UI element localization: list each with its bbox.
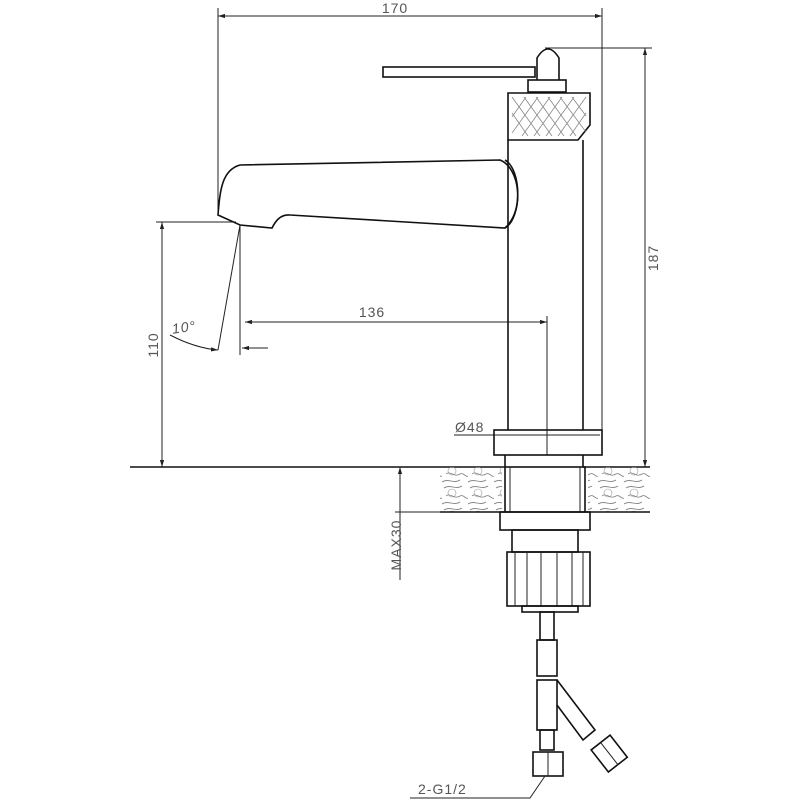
countertop xyxy=(130,466,650,513)
width-label: 170 xyxy=(382,0,408,16)
angle-label: 10° xyxy=(171,318,197,337)
dimension-width: 170 xyxy=(217,0,603,430)
dimension-spout-height: 110 xyxy=(145,221,236,467)
mounting-hardware xyxy=(499,466,591,613)
dimension-base-diameter: Ø48 xyxy=(454,419,600,455)
height-label: 187 xyxy=(645,245,661,271)
spout-reach-label: 136 xyxy=(359,304,385,320)
connection-callout: 2-G1/2 xyxy=(410,775,546,799)
dimension-spout-reach: 136 xyxy=(245,304,548,455)
dimension-height: 187 xyxy=(545,47,661,467)
connection-label: 2-G1/2 xyxy=(418,781,467,797)
supply-hoses xyxy=(532,611,629,777)
counter-thickness-label: MAX30 xyxy=(388,520,404,571)
spout-height-label: 110 xyxy=(145,332,161,357)
dimension-counter-thickness: MAX30 xyxy=(388,467,440,580)
base-diameter-label: Ø48 xyxy=(455,419,484,435)
faucet-body xyxy=(217,48,603,467)
dimension-angle: 10° xyxy=(169,224,268,355)
